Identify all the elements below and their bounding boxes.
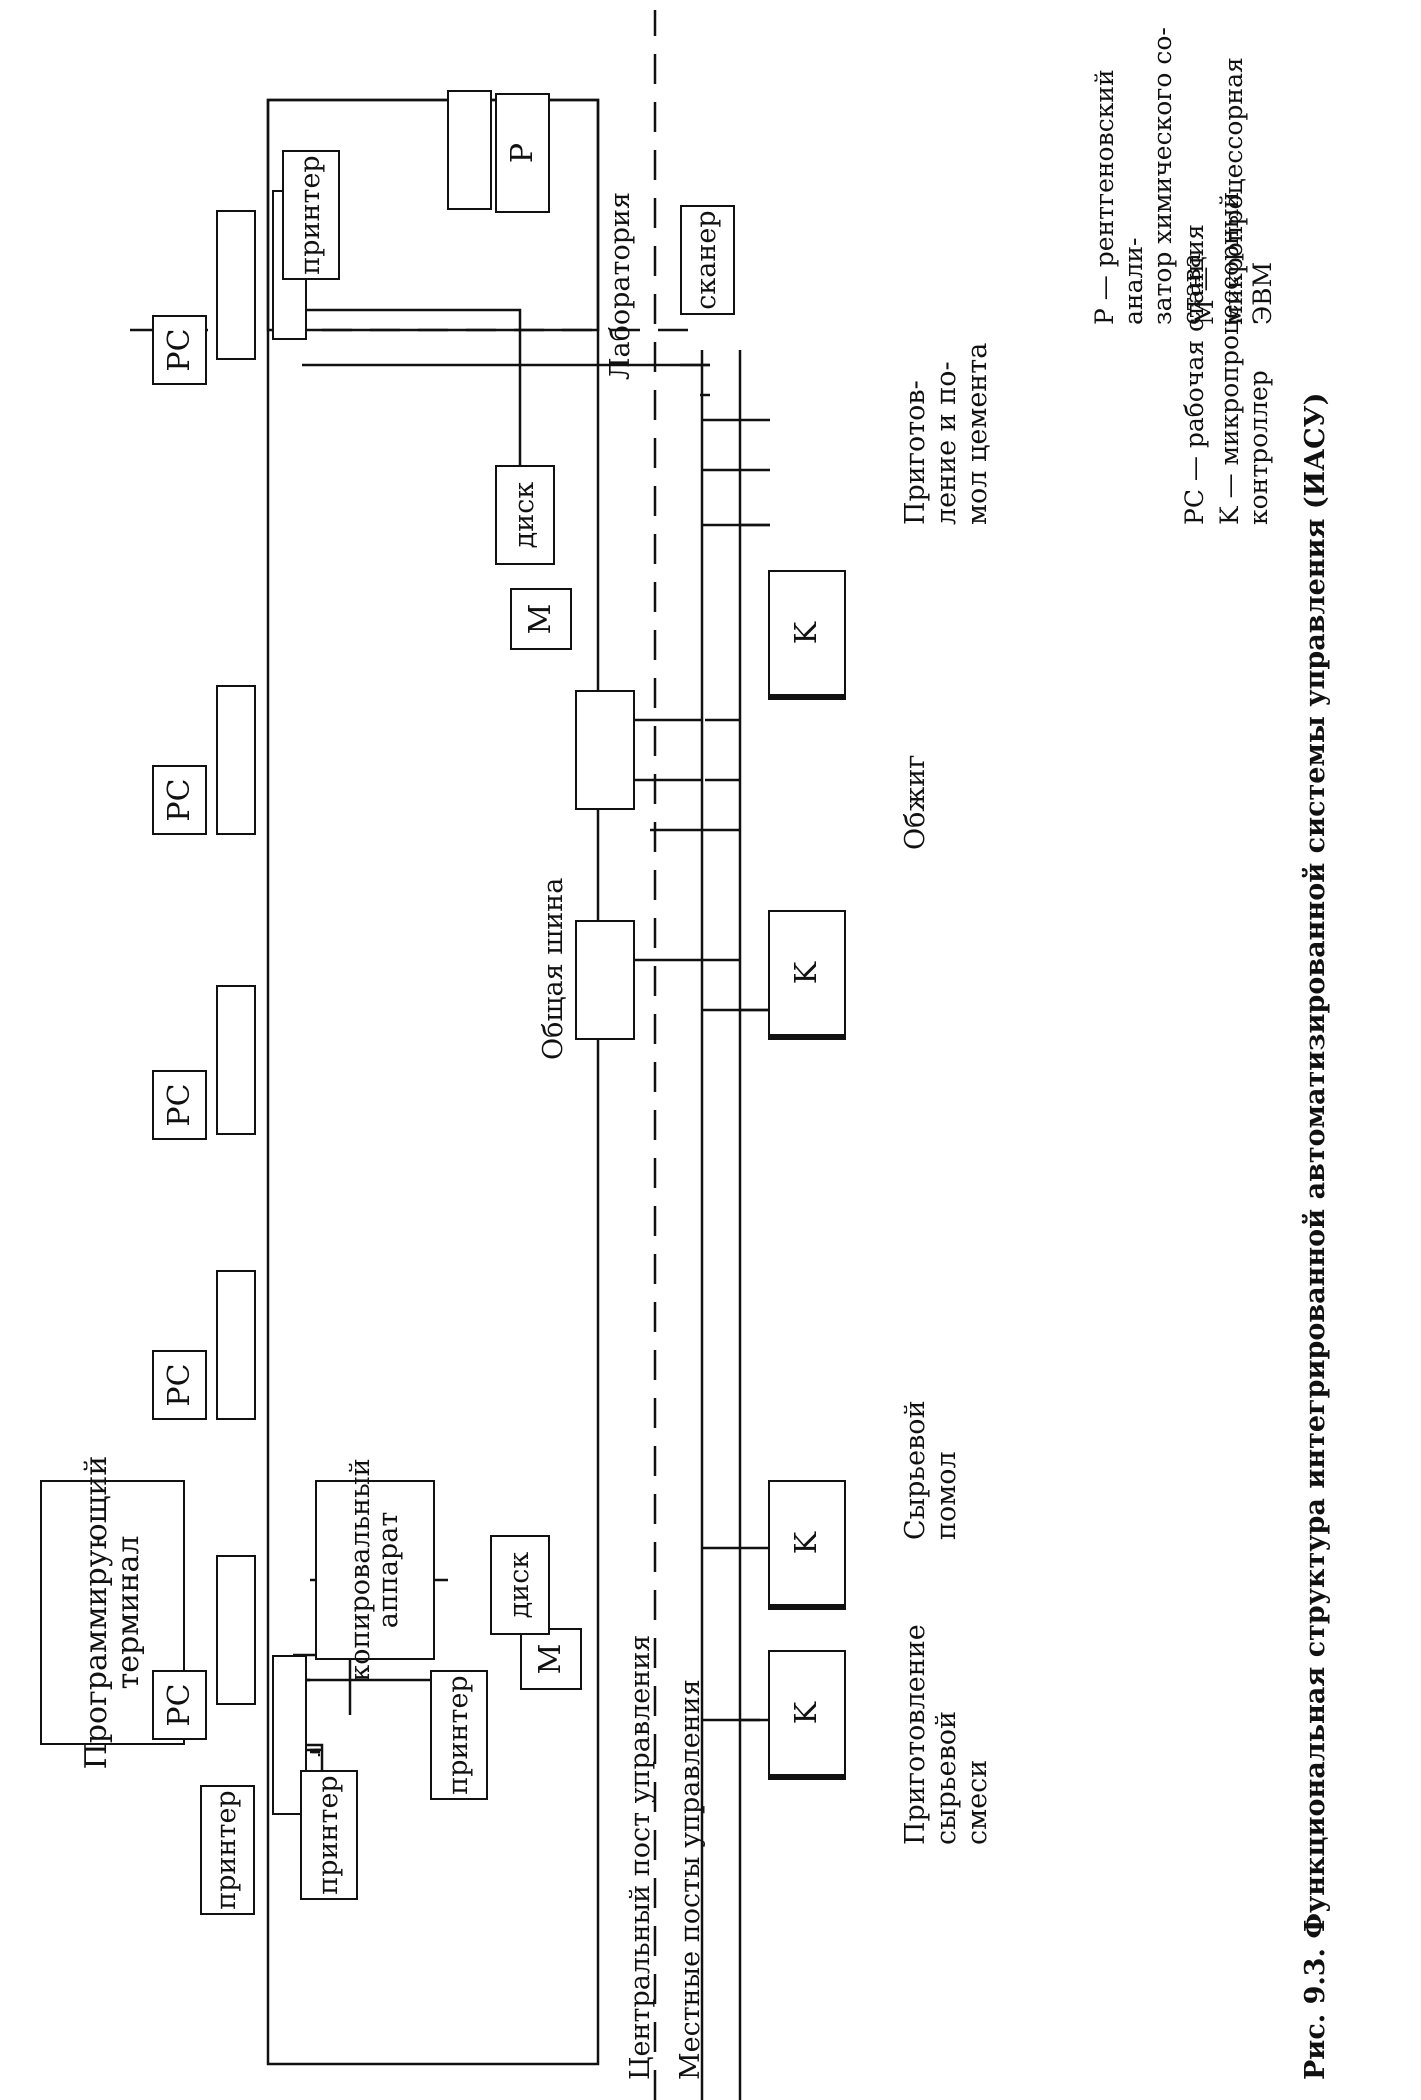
programming-terminal-label: Программирующий терминал [79,1455,146,1770]
pc-label: PC [161,1363,197,1407]
p-analyzer-case [447,90,492,210]
pc-5: PC [152,315,207,385]
pc-label: PC [161,328,197,372]
printer-label: принтер [294,155,326,275]
pc-2-screen [216,1270,256,1420]
controller-k-4: K [768,570,846,700]
m-computer-left: M [520,1628,582,1690]
legend-k: K — микропроцессорный контроллер [1215,191,1273,525]
m-label: M [523,603,559,635]
pc-1-screen [216,1555,256,1705]
local-posts-label: Местные посты управления [675,1679,706,2080]
printer-central-2: принтер [430,1670,488,1800]
printer-label: принтер [442,1675,474,1795]
printer-lab: принтер [282,150,340,280]
pc-2: PC [152,1350,207,1420]
disk-left: диск [490,1535,550,1635]
k-label: K [789,1701,825,1725]
k-label: K [789,621,825,645]
central-post-label: Центральный пост управления [625,1634,656,2080]
scanner-label: сканер [691,210,723,310]
controller-k-3: K [768,910,846,1040]
disk-label: диск [508,481,540,549]
bus-unit-1 [575,920,635,1040]
pc-label: PC [161,1683,197,1727]
printer-label: принтер [312,1775,344,1895]
pc-4-screen [216,685,256,835]
section-label-2: Сырьевой помол [900,1400,962,1540]
bus-unit-2 [575,690,635,810]
figure-caption: Рис. 9.3. Функциональная структура интег… [1300,392,1331,2080]
pc-5-screen [216,210,256,360]
p-analyzer: P [495,93,550,213]
m-computer-right: M [510,588,572,650]
section-label-1: Приготовление сырьевой смеси [900,1624,993,1845]
pc-label: PC [161,1083,197,1127]
printer-terminal: принтер [200,1785,255,1915]
common-bus-label: Общая шина [538,877,569,1060]
p-label: P [504,142,540,164]
k-label: K [789,961,825,985]
laboratory-label: Лаборатория [605,191,636,380]
section-label-3: Обжиг [900,754,931,850]
section-label-4: Приготов- ление и по- мол цемента [900,342,993,525]
printer-label: принтер [211,1790,243,1910]
copier-label: копировальный аппарат [344,1458,404,1682]
k-label: K [789,1531,825,1555]
disk-label: диск [503,1551,535,1619]
scanner-box: сканер [680,205,735,315]
controller-k-2: K [768,1480,846,1610]
pc-1: PC [152,1670,207,1740]
pc-3: PC [152,1070,207,1140]
legend-pc: PC — рабочая станция [1180,224,1209,525]
copier-box: копировальный аппарат [315,1458,435,1682]
pc-3-screen [216,985,256,1135]
m-label: M [533,1643,569,1675]
pc-label: PC [161,778,197,822]
controller-k-1: K [768,1650,846,1780]
printer-central-1: принтер [300,1770,358,1900]
disk-right: диск [495,465,555,565]
pc-4: PC [152,765,207,835]
